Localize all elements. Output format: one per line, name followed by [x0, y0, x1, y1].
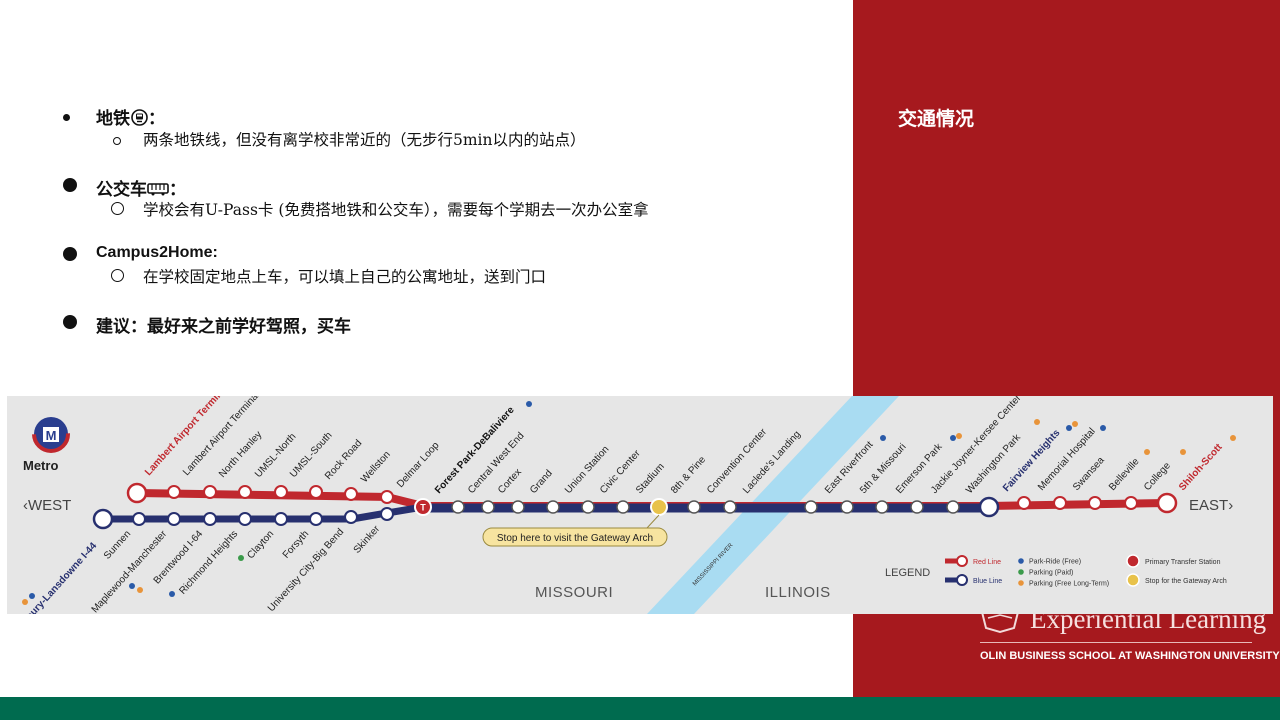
- station-marker: [546, 500, 560, 514]
- station-marker: [451, 500, 465, 514]
- bullet-label: 地铁: [96, 109, 130, 129]
- bullet-label: 公交车: [96, 180, 147, 200]
- station-marker: [840, 500, 854, 514]
- station-marker: [203, 485, 217, 499]
- station-marker: [309, 485, 323, 499]
- bus-emoji-icon: [147, 183, 169, 196]
- bullet-bus: 公交车 ：: [96, 175, 186, 200]
- panel-title: 交通情况: [898, 108, 975, 130]
- station-marker: [804, 500, 818, 514]
- callout-text: Stop here to visit the Gateway Arch: [497, 533, 653, 544]
- legend-arch-icon: [1126, 573, 1140, 587]
- bullet-dot: [63, 247, 77, 261]
- footer-bar: [0, 697, 1280, 720]
- metro-map: MISSISSIPPI RIVER M Metro ‹WEST EAST› La…: [7, 396, 1273, 614]
- station-marker: [616, 500, 630, 514]
- legend-arch-stop: Stop for the Gateway Arch: [1145, 578, 1227, 585]
- sub-bullet-ring: [111, 269, 124, 282]
- station-marker: [344, 487, 358, 501]
- bullet-metro-sub: 两条地铁线，但没有离学校非常近的（无步行5min以内的站点）: [143, 131, 586, 149]
- west-label: ‹WEST: [23, 497, 71, 514]
- station-marker: [1088, 496, 1102, 510]
- bullet-dot: [63, 114, 70, 121]
- station-marker: [687, 500, 701, 514]
- legend-blue-line: Blue Line: [973, 578, 1002, 585]
- blue-terminal-station: [92, 508, 114, 530]
- bullet-suffix: ：: [148, 109, 165, 129]
- brand-divider: [980, 642, 1252, 643]
- bullet-suffix: ：: [169, 180, 186, 200]
- bullet-advice: 建议：最好来之前学好驾照，买车: [96, 317, 351, 337]
- station-marker: [274, 485, 288, 499]
- red-east-terminal-station: [1156, 492, 1178, 514]
- legend-title: LEGEND: [885, 567, 930, 579]
- east-label: EAST›: [1189, 497, 1233, 514]
- transfer-station-icon: [414, 498, 432, 516]
- bullet-campus2home-sub: 在学校固定地点上车，可以填上自己的公寓地址，送到门口: [143, 268, 547, 286]
- station-marker: [380, 490, 394, 504]
- sub-bullet-ring: [113, 137, 121, 145]
- station-marker: [910, 500, 924, 514]
- legend-transfer: Primary Transfer Station: [1145, 559, 1221, 566]
- station-marker: [380, 507, 394, 521]
- parking-markers: [22, 401, 1236, 605]
- station-marker: [132, 512, 146, 526]
- station-marker: [1017, 496, 1031, 510]
- station-marker: [344, 510, 358, 524]
- legend-red-line: Red Line: [973, 559, 1001, 566]
- station-marker: [309, 512, 323, 526]
- station-marker: [481, 500, 495, 514]
- gateway-arch-callout: Stop here to visit the Gateway Arch: [482, 514, 668, 547]
- station-marker: [167, 512, 181, 526]
- bullet-dot: [63, 315, 77, 329]
- station-marker: [946, 500, 960, 514]
- blue-east-terminal-station: [978, 496, 1000, 518]
- map-legend: LEGEND Red Line Blue Line Park-Ride (Fre…: [885, 554, 1227, 588]
- red-terminal-station: [126, 482, 148, 504]
- station-marker: [581, 500, 595, 514]
- legend-park-long: Parking (Free Long-Term): [1029, 581, 1109, 588]
- bullet-dot: [63, 178, 77, 192]
- station-marker: [274, 512, 288, 526]
- metro-emoji-icon: [131, 109, 148, 126]
- legend-transfer-icon: [1126, 554, 1140, 568]
- sub-bullet-ring: [111, 202, 124, 215]
- metro-logo: M Metro: [23, 415, 70, 473]
- transfer-station-glyph: T: [420, 503, 426, 513]
- gateway-arch-stop-icon: [650, 498, 668, 516]
- station-marker: [723, 500, 737, 514]
- station-marker: [238, 512, 252, 526]
- bullet-bus-sub: 学校会有U-Pass卡 (免费搭地铁和公交车），需要每个学期去一次办公室拿: [143, 201, 649, 219]
- station-marker: [511, 500, 525, 514]
- bullet-metro: 地铁 ：: [96, 104, 165, 129]
- brand-subtitle: OLIN BUSINESS SCHOOL AT WASHINGTON UNIVE…: [980, 650, 1280, 662]
- station-marker: [167, 485, 181, 499]
- metro-logo-text: Metro: [23, 458, 58, 473]
- station-marker: [1124, 496, 1138, 510]
- legend-park-paid: Parking (Paid): [1029, 570, 1073, 577]
- station-marker: [1053, 496, 1067, 510]
- state-label-illinois: ILLINOIS: [765, 584, 831, 601]
- state-label-missouri: MISSOURI: [535, 584, 613, 601]
- legend-park-free: Park-Ride (Free): [1029, 559, 1081, 566]
- station-marker: [875, 500, 889, 514]
- station-marker: [203, 512, 217, 526]
- station-marker: [238, 485, 252, 499]
- svg-text:M: M: [46, 428, 57, 443]
- bullet-campus2home: Campus2Home:: [96, 244, 218, 261]
